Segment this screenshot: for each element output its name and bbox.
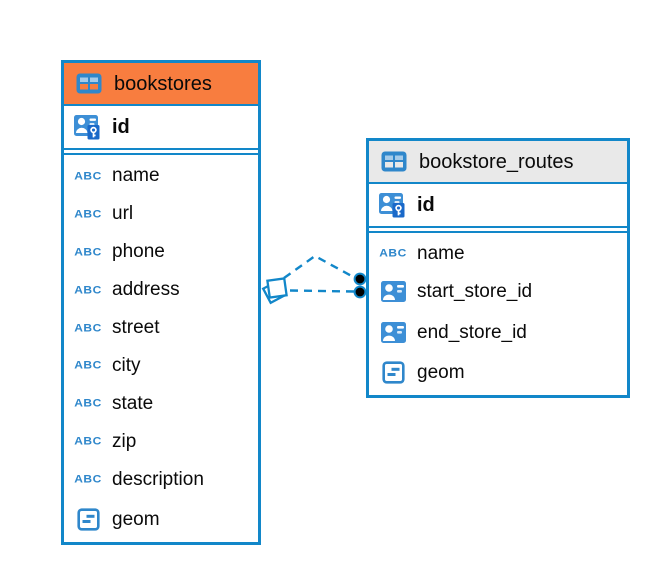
entity-bookstores[interactable]: bookstores id <box>61 60 261 545</box>
person-ref-icon <box>377 321 409 344</box>
column-row-geom[interactable]: geom <box>64 498 258 540</box>
table-icon <box>73 73 105 94</box>
column-name: address <box>112 279 180 301</box>
relationship-diamond-marker <box>261 277 288 305</box>
column-name: state <box>112 392 154 414</box>
column-name: name <box>417 242 465 264</box>
pk-column-name: id <box>112 116 130 138</box>
text-type-icon: ABC <box>74 245 102 259</box>
table-icon <box>378 151 410 172</box>
column-row-zip[interactable]: ABC zip <box>64 422 258 460</box>
pk-row-id[interactable]: id <box>64 106 258 148</box>
relationship-line-2[interactable] <box>289 289 355 293</box>
geometry-type-icon <box>72 508 104 531</box>
column-name: geom <box>417 362 465 384</box>
column-name: end_store_id <box>417 321 527 343</box>
column-row-state[interactable]: ABC state <box>64 384 258 422</box>
column-row-description[interactable]: ABC description <box>64 460 258 498</box>
text-type-icon: ABC <box>74 169 102 183</box>
column-row-name[interactable]: ABC name <box>369 235 627 272</box>
column-row-end-store-id[interactable]: end_store_id <box>369 312 627 353</box>
text-type-icon: ABC <box>74 321 102 334</box>
column-row-city[interactable]: ABC city <box>64 347 258 385</box>
column-name: street <box>112 317 160 339</box>
column-name: url <box>112 203 134 225</box>
person-ref-icon <box>377 280 409 303</box>
column-name: start_store_id <box>417 281 533 303</box>
text-type-icon: ABC <box>74 207 102 221</box>
text-type-icon: ABC <box>74 283 102 296</box>
text-type-icon: ABC <box>379 246 407 260</box>
entity-bookstore-routes[interactable]: bookstore_routes <box>366 138 630 398</box>
relationship-line-1[interactable] <box>283 254 358 281</box>
section-divider <box>64 150 258 153</box>
pk-row-id[interactable]: id <box>369 184 627 226</box>
geometry-type-icon <box>377 361 409 384</box>
column-row-name[interactable]: ABC name <box>64 157 258 195</box>
column-row-url[interactable]: ABC url <box>64 195 258 233</box>
column-name: city <box>112 354 141 376</box>
column-name: name <box>112 165 160 187</box>
column-name: zip <box>112 430 137 452</box>
column-name: geom <box>112 508 160 530</box>
column-row-geom[interactable]: geom <box>369 353 627 394</box>
column-row-street[interactable]: ABC street <box>64 309 258 347</box>
column-row-start-store-id[interactable]: start_store_id <box>369 272 627 313</box>
section-divider <box>369 228 627 231</box>
person-key-icon <box>377 192 409 219</box>
entity-title: bookstores <box>114 72 212 95</box>
pk-column-name: id <box>417 194 435 216</box>
column-name: phone <box>112 241 165 263</box>
person-key-icon <box>72 114 104 141</box>
relationship-dot-marker-2 <box>353 285 367 299</box>
column-row-address[interactable]: ABC address <box>64 271 258 309</box>
entity-header[interactable]: bookstore_routes <box>369 141 627 184</box>
text-type-icon: ABC <box>74 472 102 486</box>
text-type-icon: ABC <box>74 434 102 448</box>
entity-title: bookstore_routes <box>419 150 574 173</box>
entity-header[interactable]: bookstores <box>64 63 258 106</box>
column-row-phone[interactable]: ABC phone <box>64 233 258 271</box>
column-name: description <box>112 468 204 490</box>
text-type-icon: ABC <box>74 359 102 372</box>
text-type-icon: ABC <box>74 397 102 410</box>
